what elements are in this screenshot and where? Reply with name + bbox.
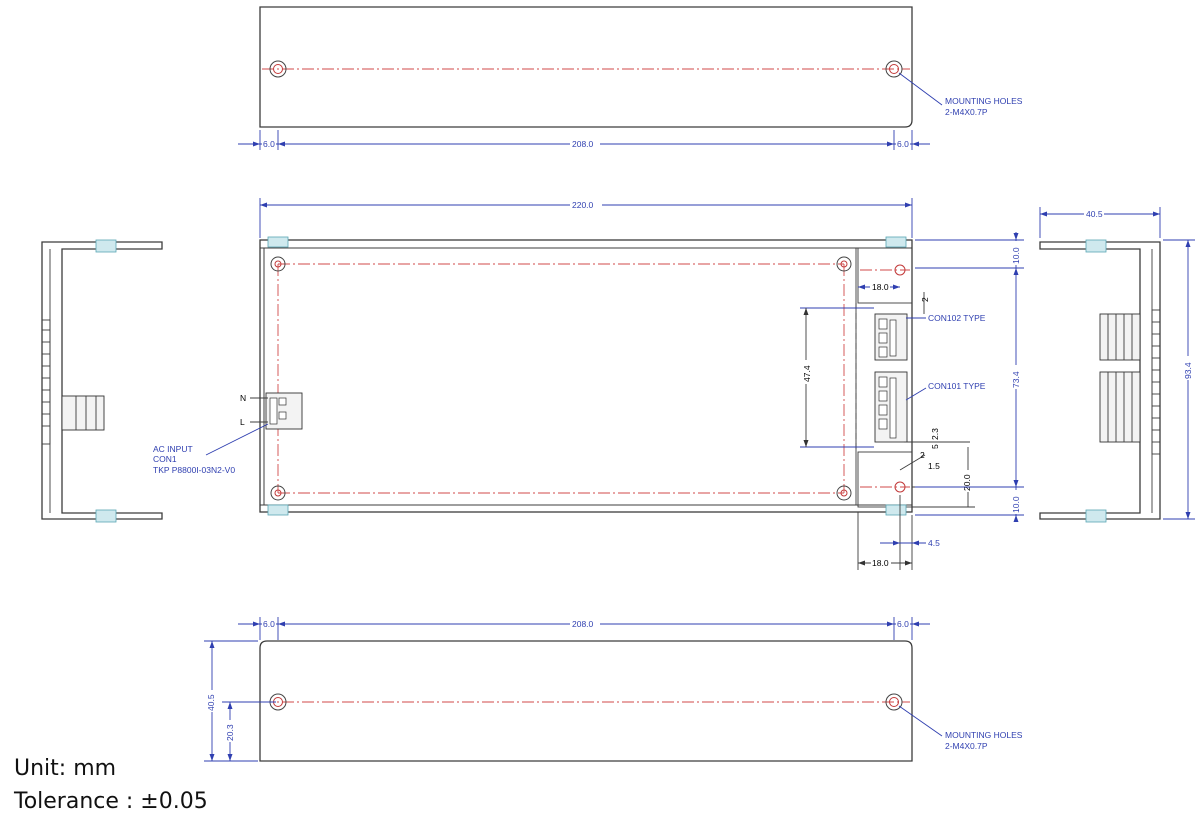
terminal-l: L bbox=[240, 417, 245, 427]
dim-47-4: 47.4 bbox=[802, 365, 812, 382]
dim-bottom-height: 40.5 bbox=[206, 694, 216, 711]
pcb-hole bbox=[836, 256, 852, 272]
dim-1-5: 1.5 bbox=[928, 461, 940, 471]
lower-bracket bbox=[857, 451, 913, 508]
dim-right: 6.0 bbox=[897, 139, 909, 149]
pcb-hole bbox=[270, 485, 286, 501]
right-side-terminals bbox=[1099, 313, 1141, 443]
ac-input-con: CON1 bbox=[153, 454, 177, 464]
bracket-hole bbox=[894, 264, 906, 276]
terminal-n: N bbox=[240, 393, 246, 403]
mounting-label: MOUNTING HOLES bbox=[945, 730, 1023, 740]
mounting-tab bbox=[267, 504, 289, 516]
dim-bottom-half: 20.3 bbox=[225, 724, 235, 741]
dim-left: 6.0 bbox=[263, 139, 275, 149]
dim-side-height: 93.4 bbox=[1183, 362, 1193, 379]
dim-10-top: 10.0 bbox=[1011, 247, 1021, 264]
mounting-tab bbox=[885, 236, 907, 248]
mounting-spec: 2-M4X0.7P bbox=[945, 741, 988, 751]
mounting-hole-right bbox=[885, 693, 903, 711]
bottom-view-outline bbox=[259, 640, 913, 762]
ac-input-part: TKP P8800I-03N2-V0 bbox=[153, 465, 235, 475]
dim-2-3: 2.3 bbox=[930, 428, 940, 440]
mounting-tab bbox=[267, 236, 289, 248]
con101-connector bbox=[874, 371, 908, 443]
ac-input-label: AC INPUT bbox=[153, 444, 193, 454]
mounting-hole-right bbox=[885, 60, 903, 78]
con101-label: CON101 TYPE bbox=[928, 381, 986, 391]
chassis-outline bbox=[259, 239, 913, 513]
con102-connector bbox=[874, 313, 908, 361]
mounting-tab bbox=[885, 504, 907, 516]
mounting-spec: 2-M4X0.7P bbox=[945, 107, 988, 117]
dim-bottom-right: 6.0 bbox=[897, 619, 909, 629]
dim-total-width: 220.0 bbox=[572, 200, 594, 210]
right-side-fins bbox=[1151, 309, 1161, 455]
drawing-notes: Unit: mm Tolerance : ±0.05 bbox=[14, 752, 208, 818]
left-side-view bbox=[41, 239, 163, 523]
pcb-hole bbox=[270, 256, 286, 272]
dim-2-top: 2 bbox=[920, 297, 930, 302]
pcb-outline bbox=[263, 247, 857, 506]
dim-2-mid: 2 bbox=[920, 450, 925, 460]
dim-bottom-middle: 208.0 bbox=[572, 619, 594, 629]
tolerance-note: Tolerance : ±0.05 bbox=[14, 789, 208, 814]
mounting-label: MOUNTING HOLES bbox=[945, 96, 1023, 106]
dim-10-bottom: 10.0 bbox=[1011, 496, 1021, 513]
left-side-outline bbox=[41, 241, 163, 520]
dim-20-0: 20.0 bbox=[962, 474, 972, 491]
dim-5: 5 bbox=[930, 444, 940, 449]
dim-18-bottom: 18.0 bbox=[872, 558, 889, 568]
dim-bottom-left: 6.0 bbox=[263, 619, 275, 629]
left-side-connector bbox=[61, 395, 105, 431]
dim-73-4: 73.4 bbox=[1011, 371, 1021, 388]
bracket-hole bbox=[894, 481, 906, 493]
top-view: MOUNTING HOLES 2-M4X0.7P 6.0 208.0 6.0 bbox=[238, 6, 1023, 150]
pcb-hole bbox=[836, 485, 852, 501]
dim-4-5: 4.5 bbox=[928, 538, 940, 548]
dim-side-width: 40.5 bbox=[1086, 209, 1103, 219]
front-view: 220.0 N bbox=[153, 198, 1024, 570]
unit-note: Unit: mm bbox=[14, 756, 117, 781]
left-side-fins bbox=[41, 319, 51, 445]
mounting-leader bbox=[898, 72, 943, 106]
top-view-outline bbox=[259, 6, 913, 128]
right-side-view: 40.5 93.4 bbox=[1039, 207, 1195, 523]
dim-middle: 208.0 bbox=[572, 139, 594, 149]
con102-label: CON102 TYPE bbox=[928, 313, 986, 323]
dim-18-top: 18.0 bbox=[872, 282, 889, 292]
bottom-view: 6.0 208.0 6.0 MOUNTING HOLES 2-M4X0.7P 4… bbox=[204, 617, 1023, 762]
upper-bracket bbox=[857, 247, 913, 304]
mounting-hole-left bbox=[269, 60, 287, 78]
